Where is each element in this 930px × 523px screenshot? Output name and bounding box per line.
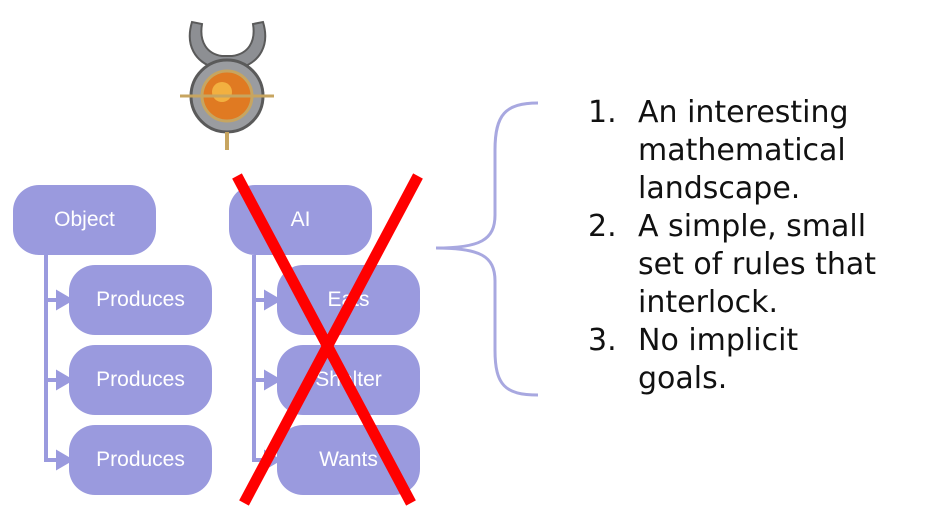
- numbered-list: 1. An interesting mathematical landscape.…: [588, 94, 918, 398]
- curly-brace: [435, 101, 539, 397]
- object-node: Object: [13, 185, 156, 255]
- list-number: 2.: [588, 209, 617, 244]
- list-item: 1. An interesting mathematical landscape.: [588, 94, 918, 208]
- emblem-logo: [180, 20, 274, 150]
- list-number: 1.: [588, 95, 617, 130]
- list-text: An interesting mathematical landscape.: [638, 95, 849, 206]
- list-item: 3. No implicit goals.: [588, 322, 918, 398]
- list-number: 3.: [588, 323, 617, 358]
- list-item: 2. A simple, small set of rules that inte…: [588, 208, 918, 322]
- produces-node: Produces: [69, 265, 212, 335]
- list-text: No implicit goals.: [638, 323, 799, 396]
- produces-node: Produces: [69, 425, 212, 495]
- produces-node: Produces: [69, 345, 212, 415]
- list-text: A simple, small set of rules that interl…: [638, 209, 877, 320]
